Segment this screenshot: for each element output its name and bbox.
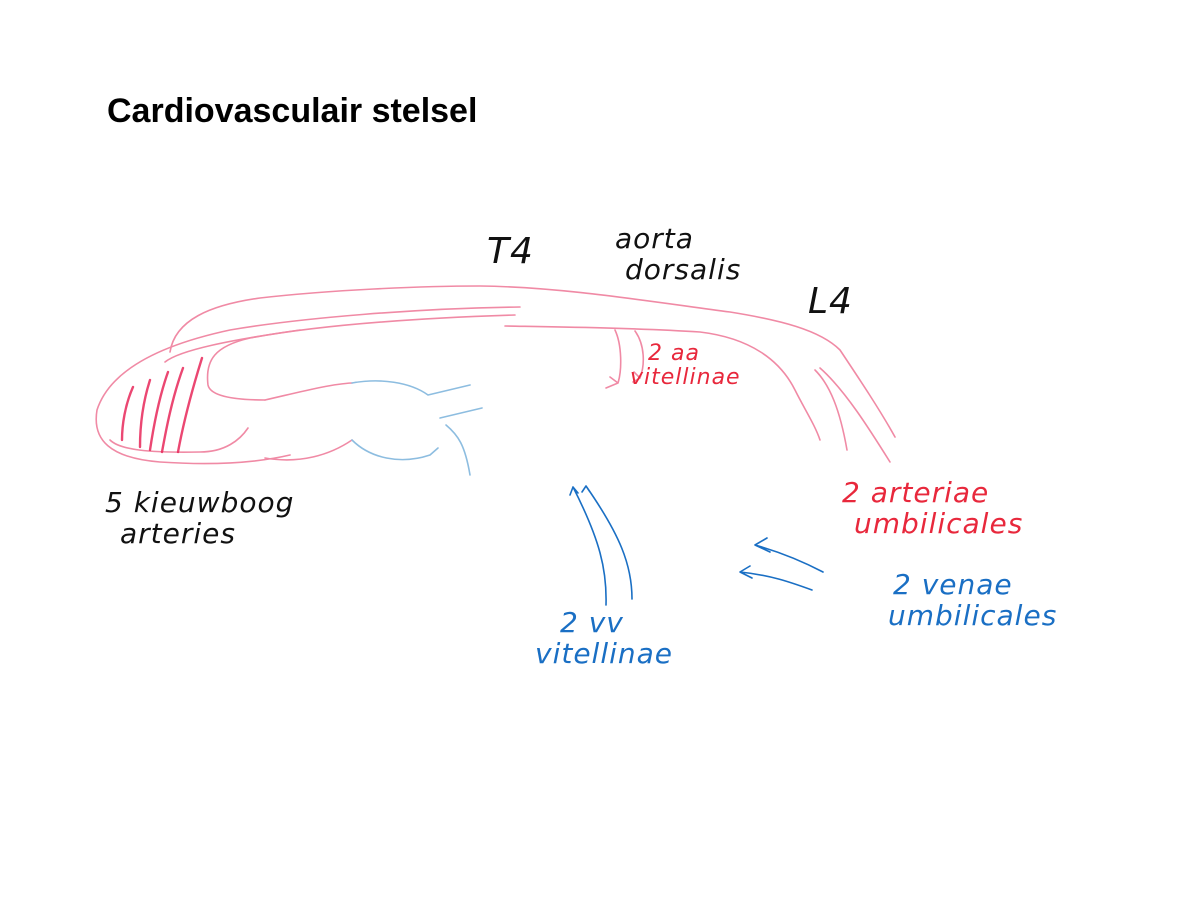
slide-title: Cardiovasculair stelsel (107, 92, 478, 130)
label-kieuw-line1: 5 kieuwboog (105, 486, 295, 519)
label-art-umb-line1: 2 arteriae (842, 476, 990, 509)
label-kieuwboog-arteries: 5 kieuwboog arteries (105, 486, 295, 550)
label-venae-umbilicales: 2 venae umbilicales (888, 568, 1057, 632)
label-aorta-dorsalis: aorta dorsalis (615, 222, 742, 286)
label-t4: T4 (487, 231, 534, 272)
gill-arches (120, 356, 204, 454)
label-ven-umb-line1: 2 venae (893, 568, 1013, 601)
label-art-umb-line2: umbilicales (854, 506, 1024, 540)
label-aorta-line2: dorsalis (625, 252, 742, 286)
heart-outline (351, 380, 483, 476)
label-ven-umb-line2: umbilicales (888, 598, 1058, 632)
label-l4: L4 (808, 281, 853, 322)
label-arteriae-umbilicales: 2 arteriae umbilicales (842, 476, 1024, 540)
label-kieuw-line2: arteries (120, 516, 236, 550)
label-vv-line1: 2 vv (560, 606, 624, 639)
label-aorta-line1: aorta (615, 222, 694, 255)
label-vv-line2: vitellinae (535, 636, 674, 670)
vitelline-vein-arrows (569, 485, 633, 606)
label-vv-vitellinae: 2 vv vitellinae (535, 606, 674, 670)
umbilical-vein-arrows (739, 537, 824, 591)
label-aa-vitellinae: 2 aa vitellinae (630, 341, 741, 391)
label-aa-line1: 2 aa (648, 341, 700, 366)
dorsal-aorta-strokes (95, 285, 896, 465)
label-aa-line2: vitellinae (630, 365, 741, 391)
